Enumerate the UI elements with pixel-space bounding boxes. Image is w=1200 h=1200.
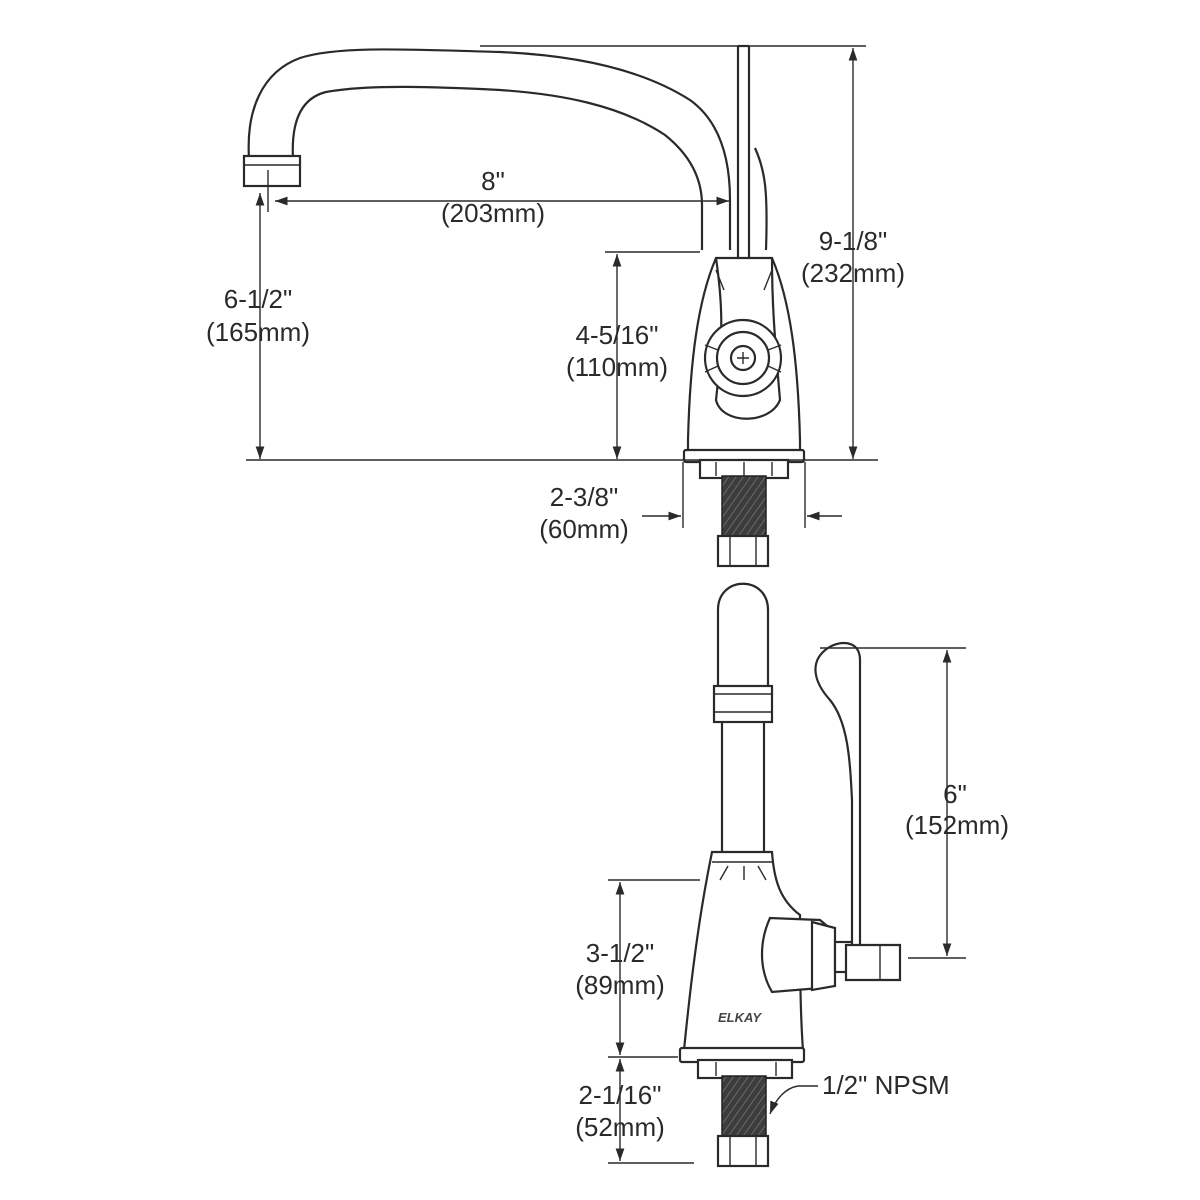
side-view: ELKAY bbox=[608, 582, 966, 1168]
handle-height-imperial: 6" bbox=[943, 779, 967, 809]
dimension-labels: 8" (203mm) 6-1/2" (165mm) 9-1/8" (232mm)… bbox=[206, 166, 1009, 1142]
spout-height-imperial: 6-1/2" bbox=[224, 284, 293, 314]
shank-length-metric: (52mm) bbox=[575, 1112, 665, 1142]
body-height-front-imperial: 4-5/16" bbox=[576, 320, 659, 350]
body-height-side-imperial: 3-1/2" bbox=[586, 938, 655, 968]
shank-length-imperial: 2-1/16" bbox=[579, 1080, 662, 1110]
wrist-blade-handle bbox=[814, 641, 862, 970]
faucet-body-front bbox=[682, 256, 806, 480]
thread-spec-label: 1/2" NPSM bbox=[822, 1070, 950, 1100]
body-height-side-metric: (89mm) bbox=[575, 970, 665, 1000]
base-width-imperial: 2-3/8" bbox=[550, 482, 619, 512]
base-width-metric: (60mm) bbox=[539, 514, 629, 544]
shank-side bbox=[721, 1075, 767, 1139]
handle-height-metric: (152mm) bbox=[905, 810, 1009, 840]
shank-front bbox=[721, 475, 767, 539]
body-height-front-metric: (110mm) bbox=[566, 352, 668, 382]
brand-logo: ELKAY bbox=[718, 1010, 762, 1025]
faucet-body-side: ELKAY bbox=[678, 641, 902, 1080]
overall-height-imperial: 9-1/8" bbox=[819, 226, 888, 256]
spout bbox=[242, 48, 732, 250]
aerator bbox=[242, 154, 302, 188]
overall-height-metric: (232mm) bbox=[801, 258, 905, 288]
spout-height-metric: (165mm) bbox=[206, 317, 310, 347]
spout-reach-imperial: 8" bbox=[481, 166, 505, 196]
front-view bbox=[242, 44, 878, 568]
spout-reach-metric: (203mm) bbox=[441, 198, 545, 228]
